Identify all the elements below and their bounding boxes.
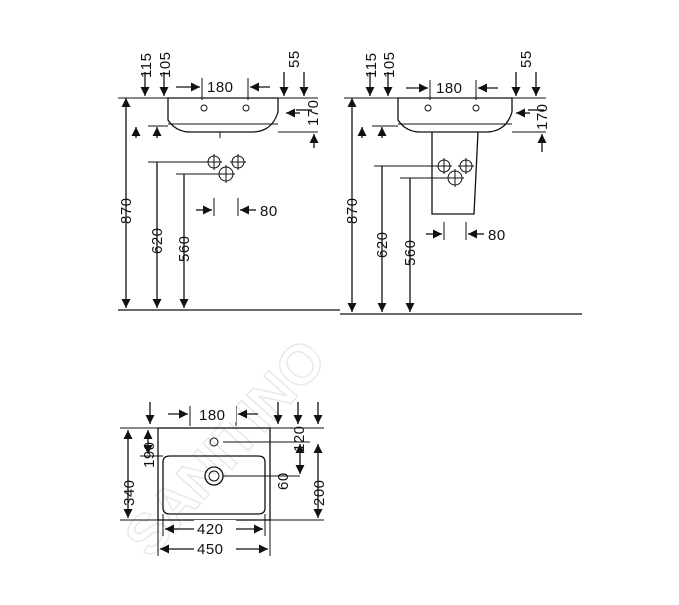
side-view-left: 115 105 180 55 170 870 620 560 80 xyxy=(118,50,340,311)
dim-60: 60 xyxy=(275,472,292,490)
dim-180: 180 xyxy=(199,407,226,424)
dim-870: 870 xyxy=(118,197,135,224)
dim-80: 80 xyxy=(488,227,506,244)
basin-bowl xyxy=(162,455,266,515)
tap-hole-right xyxy=(472,104,480,112)
pedestal xyxy=(431,131,479,215)
dim-105: 105 xyxy=(157,51,174,78)
dim-560: 560 xyxy=(176,235,193,262)
dim-115: 115 xyxy=(138,53,155,78)
dim-120: 120 xyxy=(291,425,308,452)
dim-420: 420 xyxy=(197,521,224,538)
dim-450: 450 xyxy=(197,541,224,558)
dim-620: 620 xyxy=(374,231,391,258)
tap-hole-left xyxy=(424,104,432,112)
dim-200: 200 xyxy=(311,479,328,506)
supply-symbol xyxy=(206,154,246,183)
dim-80: 80 xyxy=(260,203,278,220)
basin-outline xyxy=(397,97,513,133)
tap-hole xyxy=(209,437,219,447)
basin-outline xyxy=(167,97,279,133)
side-view-right: 115 105 180 55 170 870 620 560 80 xyxy=(340,50,582,315)
dim-180: 180 xyxy=(207,79,234,96)
top-view: 180 120 340 190 60 200 420 450 xyxy=(120,402,328,558)
dim-170: 170 xyxy=(305,99,322,126)
dim-870: 870 xyxy=(344,197,361,224)
dim-170: 170 xyxy=(534,103,551,130)
dim-55: 55 xyxy=(518,50,535,68)
dim-105: 105 xyxy=(381,51,398,78)
tap-hole-right xyxy=(242,104,250,112)
dim-180: 180 xyxy=(436,80,463,97)
dim-560: 560 xyxy=(402,239,419,266)
drain-inner xyxy=(208,470,220,482)
dim-620: 620 xyxy=(149,227,166,254)
supply-symbol xyxy=(436,158,474,187)
dim-115: 115 xyxy=(363,53,380,78)
dim-340: 340 xyxy=(121,479,138,506)
tap-hole-left xyxy=(200,104,208,112)
dim-190: 190 xyxy=(141,441,158,468)
dim-55: 55 xyxy=(286,50,303,68)
